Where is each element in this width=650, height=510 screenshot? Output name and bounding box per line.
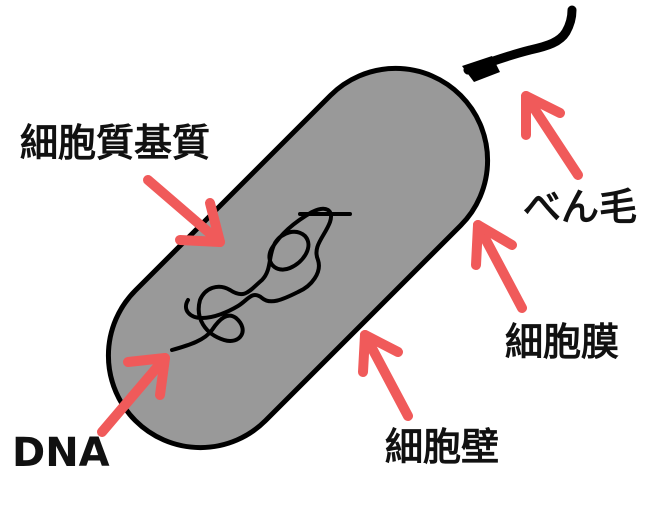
- dna-strand: [170, 206, 352, 352]
- arrow-flagellum: [521, 91, 583, 180]
- label-cytoplasm: 細胞質基質: [20, 121, 211, 165]
- label-cell-membrane: 細胞膜: [505, 320, 620, 364]
- label-flagellum: べん毛: [523, 185, 638, 229]
- label-dna: DNA: [12, 430, 110, 476]
- arrow-cell-wall: [358, 330, 413, 421]
- flagellum: [463, 5, 577, 75]
- arrow-dna: [97, 353, 170, 437]
- cell-body: [105, 65, 491, 451]
- label-cell-wall: 細胞壁: [385, 425, 500, 469]
- arrow-cytoplasm: [143, 175, 225, 247]
- arrow-membrane: [471, 220, 527, 313]
- flagellum-base: [462, 56, 500, 82]
